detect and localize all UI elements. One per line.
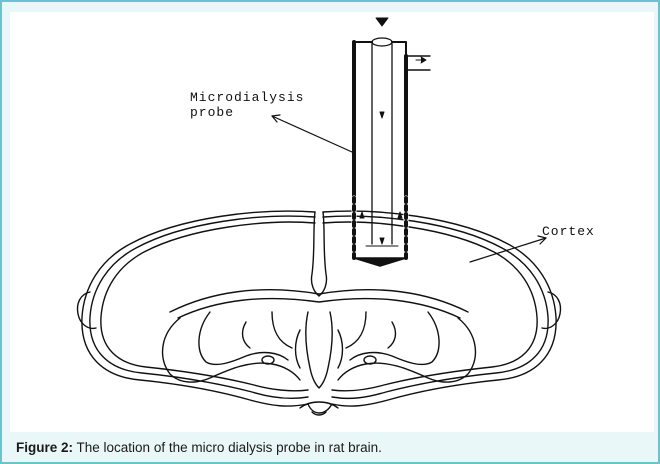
cortex-pointer-line — [470, 238, 546, 262]
rat-brain-diagram — [10, 12, 654, 432]
brain-middle-contour — [90, 216, 548, 398]
left-hippocampus — [163, 318, 300, 382]
caption-figure-number: Figure 2: — [16, 440, 73, 455]
probe-pointer-line — [272, 116, 352, 152]
cortex-label: Cortex — [542, 224, 595, 239]
probe-tip — [354, 258, 406, 266]
right-hippocampus — [338, 318, 475, 382]
probe-label: Microdialysis probe — [190, 90, 304, 120]
brain-outer-contour — [82, 211, 556, 413]
probe-inner-tube — [372, 42, 392, 244]
corpus-callosum — [170, 290, 468, 312]
probe-label-line1: Microdialysis — [190, 90, 304, 105]
drawing-panel: Microdialysis probe Cortex — [10, 12, 654, 432]
brain-inner-contour — [101, 222, 537, 391]
midline-fissure — [311, 212, 319, 296]
caption-text: The location of the micro dialysis probe… — [73, 440, 382, 455]
probe-outlet-tube — [406, 56, 430, 70]
probe-label-line2: probe — [190, 105, 304, 120]
figure-caption: Figure 2: The location of the micro dial… — [16, 440, 382, 455]
third-ventricle — [306, 312, 332, 388]
